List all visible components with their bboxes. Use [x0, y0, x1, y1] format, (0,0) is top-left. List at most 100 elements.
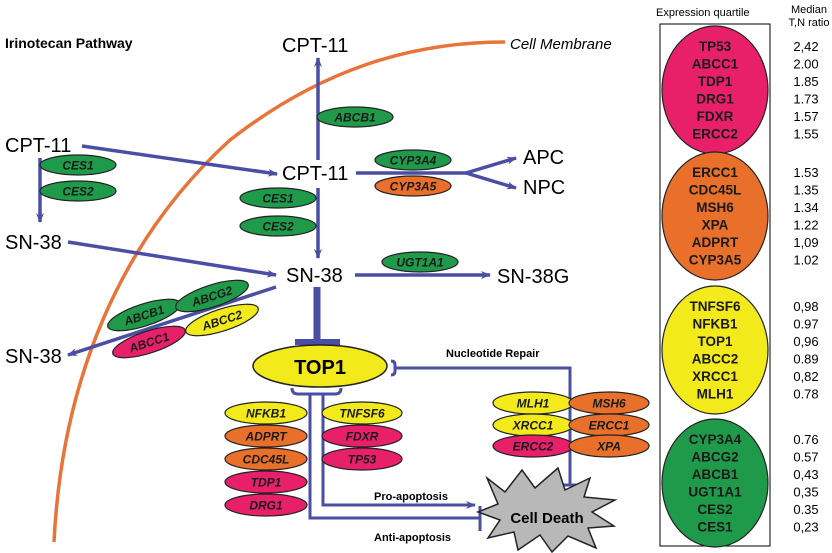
enzyme-ces2-in: CES2: [239, 215, 317, 237]
legend-ratio: 0.97: [793, 317, 818, 332]
legend-ratio: 1.53: [793, 165, 818, 180]
node-sn38-effluxed: SN-38: [5, 346, 62, 368]
enzyme-label: DRG1: [249, 499, 283, 513]
legend-ratio: 1,09: [793, 235, 818, 250]
label-pro-apoptosis: Pro-apoptosis: [374, 491, 448, 503]
enzyme-ellipse: [316, 106, 394, 128]
legend-gene: CES2: [697, 502, 732, 517]
enzyme-tp53: TP53: [321, 447, 403, 471]
enzyme-label: ABCB1: [333, 111, 376, 125]
inhibition-sn38-top1: [295, 287, 340, 345]
enzyme-cyp3a5: CYP3A5: [374, 175, 452, 197]
legend-gene: TDP1: [698, 74, 733, 89]
node-sn38-intracellular: SN-38: [286, 265, 343, 287]
enzyme-ellipse: [321, 447, 403, 471]
enzyme-ellipse: [374, 149, 452, 171]
legend-ratio: 2.00: [793, 57, 818, 72]
label-nucleotide-repair: Nucleotide Repair: [446, 348, 540, 360]
legend-ratio: 1.57: [793, 109, 818, 124]
legend-gene: ADPRT: [692, 235, 739, 250]
arrow-sn38-ext-to-in: [67, 240, 277, 278]
legend-gene: ERCC1: [692, 165, 738, 180]
legend-gene: ABCC1: [692, 57, 739, 72]
enzyme-fdxr: FDXR: [321, 424, 403, 448]
enzyme-label: CES1: [62, 159, 94, 173]
label-anti-apoptosis: Anti-apoptosis: [374, 532, 451, 544]
legend-gene: ERCC2: [692, 127, 738, 142]
enzyme-ellipse: [175, 279, 249, 313]
node-apc: APC: [523, 147, 564, 169]
arrow-sn38-efflux: [67, 285, 277, 357]
legend-ratio: 1.34: [793, 200, 818, 215]
enzyme-ercc2: ERCC2: [492, 434, 574, 458]
legend-gene: TP53: [699, 39, 732, 54]
enzyme-label: TDP1: [251, 476, 282, 490]
enzyme-ellipse: [224, 447, 308, 471]
legend-gene: ABCC2: [692, 352, 739, 367]
enzyme-tnfsf6: TNFSF6: [321, 401, 403, 425]
legend-ratio: 1.35: [793, 183, 818, 198]
arrow-to-apc: [465, 156, 517, 175]
enzyme-label: TNFSF6: [339, 407, 385, 421]
node-sn38-extracellular: SN-38: [5, 232, 62, 254]
legend-gene: CYP3A5: [689, 253, 742, 268]
legend-ratio: 1.02: [793, 253, 818, 268]
top1-bracket: [290, 387, 343, 396]
legend-gene: MSH6: [696, 200, 734, 215]
svg-text:Cell Death: Cell Death: [510, 510, 583, 527]
legend-header-quartile: Expression quartile: [656, 7, 750, 19]
legend-header-ratio-1: Median: [791, 4, 827, 16]
enzyme-ellipse: [39, 180, 117, 202]
legend-gene: FDXR: [697, 109, 734, 124]
enzyme-label: FDXR: [346, 430, 379, 444]
pro-apoptosis-line: [321, 394, 476, 509]
legend-ratio: 0.35: [793, 502, 818, 517]
anti-apoptosis-line: [308, 394, 480, 520]
enzyme-label: XPA: [596, 440, 621, 454]
enzyme-ellipse: [239, 187, 317, 209]
enzyme-label: CDC45L: [243, 453, 290, 467]
enzyme-ellipse: [321, 401, 403, 425]
enzyme-ellipse: [239, 215, 317, 237]
enzyme-cdc45l: CDC45L: [224, 447, 308, 471]
legend-gene: XRCC1: [692, 369, 738, 384]
enzyme-label: UGT1A1: [396, 256, 444, 270]
enzyme-xrcc1: XRCC1: [492, 413, 574, 437]
legend-ratio: 0.76: [793, 432, 818, 447]
enzyme-abcb1-top: ABCB1: [316, 106, 394, 128]
enzyme-drg1: DRG1: [224, 493, 308, 517]
legend-gene: XPA: [702, 218, 729, 233]
quartile-oval: [661, 418, 769, 548]
enzyme-ellipse: [224, 401, 308, 425]
node-cpt11-extracellular: CPT-11: [5, 135, 71, 157]
enzyme-label: NFKB1: [246, 407, 286, 421]
legend-ratio: 1.73: [793, 92, 818, 107]
node-npc: NPC: [523, 177, 565, 199]
enzyme-ellipse: [185, 303, 259, 337]
diagram-title: Irinotecan Pathway: [5, 35, 133, 51]
node-cpt11-outside: CPT-11: [282, 35, 348, 57]
enzyme-ces2-ext: CES2: [39, 180, 117, 202]
arrow-to-npc: [465, 171, 517, 190]
legend-gene: UGT1A1: [688, 485, 742, 500]
enzyme-ellipse: [224, 470, 308, 494]
legend-gene: MLH1: [697, 387, 734, 402]
enzyme-ces1-in: CES1: [239, 187, 317, 209]
enzyme-ellipse: [321, 424, 403, 448]
legend-ratio: 0,96: [793, 334, 818, 349]
enzyme-label: CES1: [262, 192, 294, 206]
enzyme-ces1-ext: CES1: [39, 154, 117, 176]
legend-ratio: 0,82: [793, 369, 818, 384]
legend-gene: CDC45L: [689, 183, 742, 198]
enzyme-ellipse: [381, 251, 459, 273]
legend-ratio: 1.85: [793, 74, 818, 89]
cell-membrane-label: Cell Membrane: [510, 36, 612, 53]
quartile-oval: [661, 151, 769, 281]
enzyme-ellipse: [39, 154, 117, 176]
legend: Expression quartile Median T,N ratio TP5…: [656, 4, 829, 548]
enzyme-label: CYP3A4: [390, 154, 437, 168]
node-top1: TOP1: [252, 344, 388, 388]
